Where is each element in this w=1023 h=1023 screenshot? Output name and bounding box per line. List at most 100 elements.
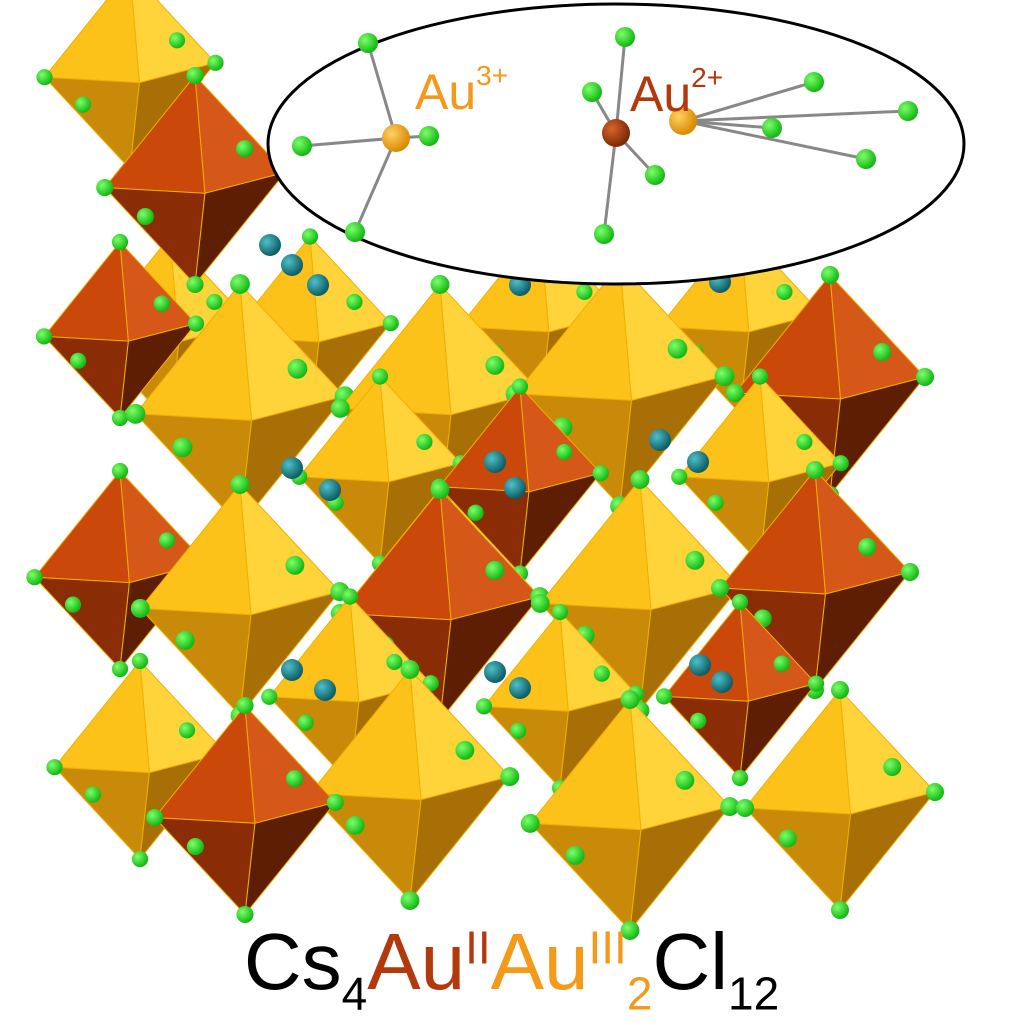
chlorine-atom <box>592 465 609 482</box>
cesium-atom <box>649 429 671 451</box>
chlorine-atom <box>530 593 550 613</box>
bond <box>614 36 627 134</box>
chlorine-atom <box>111 660 129 678</box>
chlorine-atom <box>690 712 707 729</box>
bond <box>353 137 398 233</box>
chlorine-atom <box>856 149 876 169</box>
chlorine-atom <box>858 538 877 556</box>
chlorine-atom <box>285 555 305 575</box>
au2-label: Au2+ <box>630 64 723 119</box>
octahedron-face <box>43 240 129 342</box>
bond <box>682 80 815 123</box>
octahedron-face <box>194 171 287 287</box>
chlorine-atom <box>901 563 919 581</box>
chlorine-atom <box>576 283 593 301</box>
chlorine-atom <box>346 293 363 311</box>
chlorine-atom <box>926 783 944 801</box>
chlorine-atom <box>400 891 420 910</box>
chlorine-atom <box>371 368 389 385</box>
chlorine-atom <box>35 328 53 345</box>
chlorine-atom <box>615 27 635 47</box>
chlorine-atom <box>898 101 918 121</box>
chlorine-atom <box>620 690 640 709</box>
au3-atom <box>669 107 697 135</box>
chlorine-atom <box>707 494 724 511</box>
octahedron-face <box>33 469 130 584</box>
chlorine-atom <box>261 688 278 705</box>
chlorine-atom <box>556 443 573 461</box>
chlorine-atom <box>821 266 839 284</box>
chlorine-atom <box>720 797 740 817</box>
octahedron-face <box>33 576 131 671</box>
au2-octahedron <box>438 385 603 576</box>
chlorine-atom <box>467 504 484 521</box>
chlorine-atom <box>485 560 505 580</box>
bond <box>301 136 397 148</box>
chlorine-atom <box>796 433 813 451</box>
octahedron-face <box>439 595 542 723</box>
au3-octahedron <box>529 698 732 933</box>
cesium-atom <box>307 274 329 296</box>
chlorine-atom <box>831 901 849 919</box>
chlorine-atom <box>594 224 614 244</box>
chlorine-atom <box>430 480 450 499</box>
chlorine-atom <box>685 550 705 570</box>
chlorine-atom <box>593 665 610 682</box>
cesium-atom <box>281 659 303 681</box>
chlorine-atom <box>74 96 92 113</box>
au3-octahedron <box>743 688 937 912</box>
chlorine-atom <box>236 140 254 158</box>
chemical-formula: Cs4AuIIAuIII2Cl12 <box>0 922 1023 1017</box>
chlorine-atom <box>131 652 149 670</box>
bond <box>602 132 618 235</box>
chlorine-atom <box>711 579 729 597</box>
chlorine-atom <box>520 813 540 833</box>
octahedron-face <box>739 682 818 780</box>
chlorine-atom <box>916 368 934 386</box>
chlorine-atom <box>762 118 782 138</box>
au2-label-element: Au <box>630 65 692 122</box>
formula-cs-sub: 4 <box>341 967 368 1020</box>
octahedron-face <box>53 659 150 774</box>
chlorine-atom <box>64 596 82 613</box>
chlorine-atom <box>187 315 205 332</box>
chlorine-atom <box>475 698 493 715</box>
chlorine-atom <box>358 33 378 53</box>
chlorine-atom <box>236 905 254 924</box>
chlorine-atom <box>655 688 673 705</box>
chlorine-atom <box>386 653 403 671</box>
chlorine-atom <box>582 82 602 102</box>
chlorine-atom <box>175 630 195 650</box>
chlorine-atom <box>178 722 196 739</box>
chlorine-atom <box>330 398 350 418</box>
chlorine-atom <box>630 470 650 489</box>
chlorine-atom <box>510 722 527 739</box>
formula-au3: Au <box>490 917 589 1006</box>
octahedron-face <box>53 766 151 861</box>
octahedron-face <box>409 775 512 903</box>
au3-atom <box>382 124 410 152</box>
cesium-atom <box>687 451 709 473</box>
octahedron-face <box>829 376 927 497</box>
chlorine-atom <box>714 366 735 387</box>
chlorine-atom <box>430 275 450 294</box>
octahedron-face <box>43 0 140 84</box>
chlorine-atom <box>46 759 63 776</box>
chlorine-atom <box>207 54 224 71</box>
chlorine-atom <box>883 758 902 776</box>
chlorine-atom <box>731 593 749 611</box>
bond <box>366 42 398 139</box>
chlorine-atom <box>286 770 304 788</box>
chlorine-atom <box>751 368 769 385</box>
chlorine-atom <box>736 799 754 817</box>
octahedron-face <box>743 807 852 912</box>
chlorine-atom <box>230 274 250 294</box>
chlorine-atom <box>186 275 204 294</box>
chlorine-atom <box>419 126 439 146</box>
chlorine-atom <box>206 293 223 311</box>
au2-octahedron <box>153 704 337 917</box>
chlorine-atom <box>186 66 204 85</box>
octahedron-face <box>629 805 732 933</box>
octahedron-face <box>519 472 603 576</box>
